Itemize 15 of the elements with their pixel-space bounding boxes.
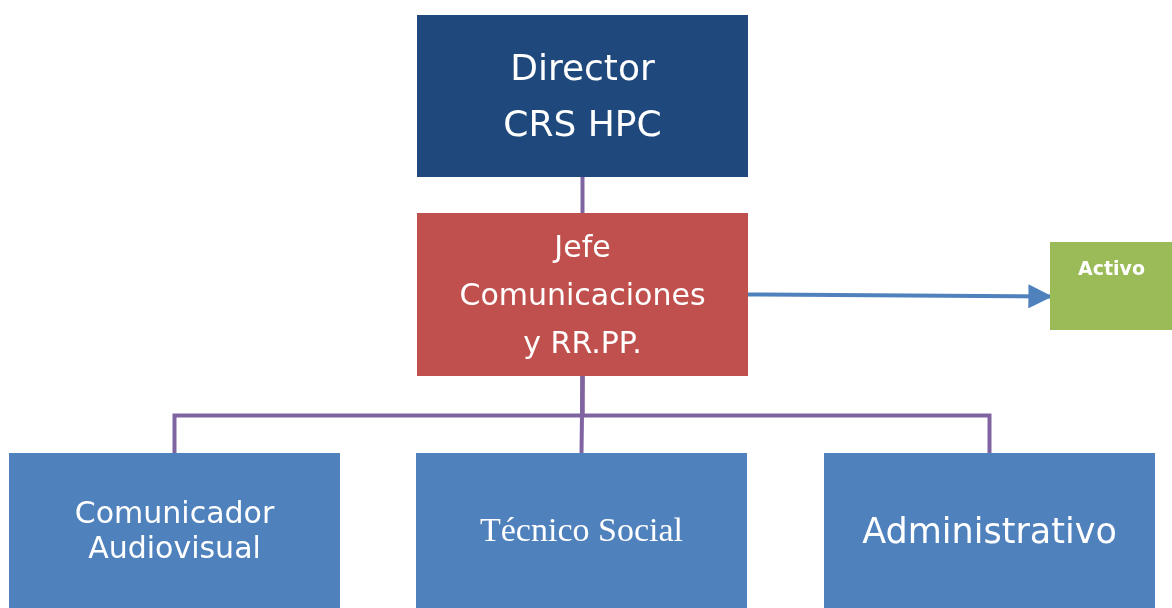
status-box bbox=[1050, 242, 1172, 330]
box-label: Activo bbox=[1078, 256, 1145, 281]
manager-box bbox=[417, 213, 748, 376]
staff-box bbox=[824, 453, 1155, 608]
connector-line bbox=[579, 375, 585, 454]
connector-line bbox=[580, 376, 992, 453]
director-box bbox=[417, 15, 748, 177]
box-label: Jefe Comunicaciones y RR.PP. bbox=[458, 227, 707, 362]
staff-box bbox=[9, 453, 340, 608]
staff-box bbox=[416, 453, 747, 608]
connector-line bbox=[580, 177, 585, 213]
box-label: Técnico Social bbox=[480, 510, 683, 551]
box-label: Comunicador Audiovisual bbox=[73, 496, 276, 565]
box-label: Director CRS HPC bbox=[502, 46, 663, 146]
box-label: Administrativo bbox=[862, 509, 1117, 552]
